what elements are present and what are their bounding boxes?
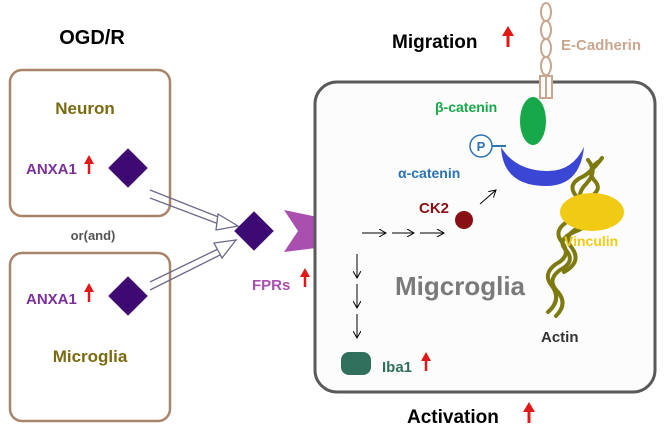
alpha-catenin-shape xyxy=(501,147,584,186)
cell-label: Migcroglia xyxy=(395,271,526,301)
iba1-shape xyxy=(341,352,371,375)
neuron-anxa1-label: ANXA1 xyxy=(26,161,77,178)
phosphate-circle xyxy=(469,134,493,158)
actin-label: Actin xyxy=(541,329,579,346)
alpha-catenin-label: α-catenin xyxy=(398,165,460,181)
phosphate-label: P xyxy=(477,139,486,154)
activation-up-arrow-icon xyxy=(523,402,535,423)
microglia-anxa1-label: ANXA1 xyxy=(26,291,77,308)
ck2-label: CK2 xyxy=(419,200,449,217)
microglia-up-arrow-icon xyxy=(84,283,94,302)
ck2-to-catenin-arrow xyxy=(479,190,496,205)
beta-catenin-label: β-catenin xyxy=(435,99,497,115)
neuron-anxa1-diamond xyxy=(108,148,148,188)
microglia-box xyxy=(8,251,172,423)
ck2-dot xyxy=(455,211,473,229)
or-and-connector: or(and) xyxy=(71,228,116,243)
vinculin-shape xyxy=(560,193,624,231)
iba1-label: Iba1 xyxy=(382,359,412,376)
secretion-arrow-top xyxy=(149,189,240,231)
migration-label: Migration xyxy=(392,32,478,53)
iba1-up-arrow-icon xyxy=(421,352,431,371)
anxa1-ligand-diamond xyxy=(234,211,274,251)
title: OGD/R xyxy=(59,27,125,49)
secretion-arrow-bottom xyxy=(149,239,238,291)
vinculin-label: Vinculin xyxy=(564,233,618,249)
beta-catenin-shape xyxy=(520,97,546,145)
migration-up-arrow-icon xyxy=(502,26,514,47)
fpr-label: FPRs xyxy=(252,277,290,294)
e-cadherin-chain xyxy=(539,2,553,99)
neuron-box xyxy=(8,68,172,218)
neuron-up-arrow-icon xyxy=(84,155,94,174)
microglia-cell xyxy=(313,80,657,394)
microglia-label: Microglia xyxy=(53,347,128,366)
neuron-label: Neuron xyxy=(55,99,115,118)
activation-label: Activation xyxy=(407,407,499,428)
fpr-up-arrow-icon xyxy=(300,268,310,287)
e-cadherin-label: E-Cadherin xyxy=(561,37,641,54)
